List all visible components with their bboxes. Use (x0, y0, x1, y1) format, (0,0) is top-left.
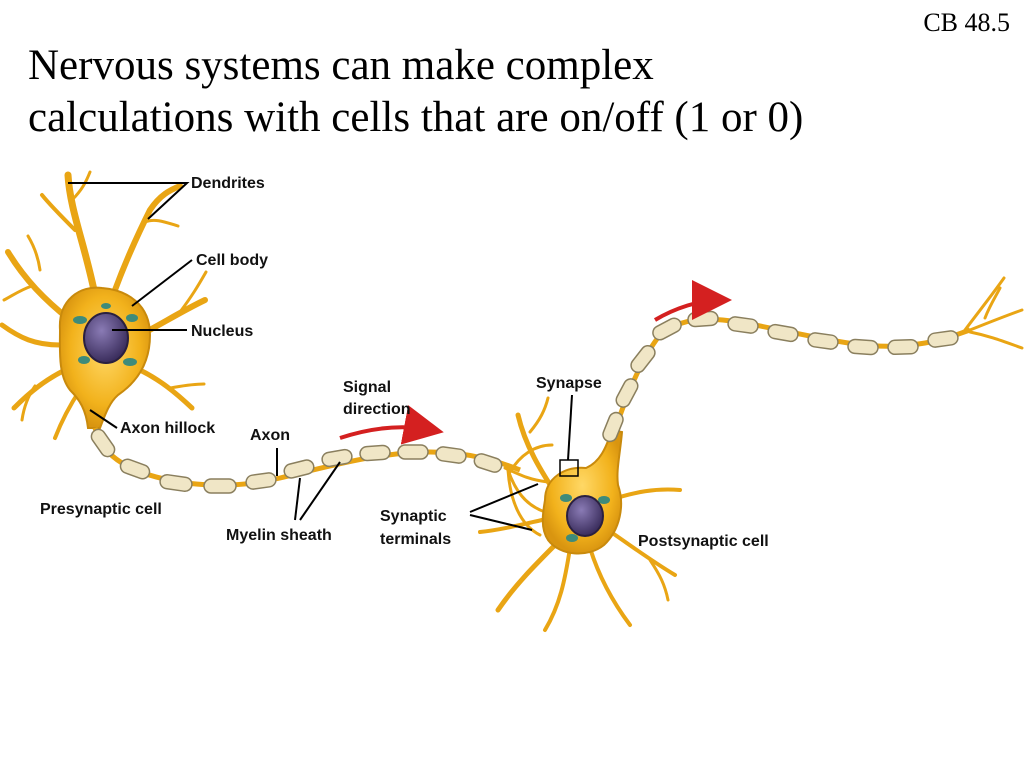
slide-reference: CB 48.5 (923, 8, 1010, 37)
label-signal-direction-1: Signal (343, 379, 391, 396)
label-presynaptic-cell: Presynaptic cell (40, 501, 162, 518)
label-cell-body: Cell body (196, 252, 268, 269)
label-axon-hillock: Axon hillock (120, 420, 215, 437)
leader-lines (68, 182, 573, 531)
postsynaptic-organelles (560, 494, 610, 542)
slide-title: Nervous systems can make complex calcula… (28, 40, 988, 143)
slide-title-line-1: Nervous systems can make complex (28, 42, 654, 89)
label-postsynaptic-cell: Postsynaptic cell (638, 533, 769, 550)
signal-direction-arrow (339, 405, 444, 445)
label-synaptic-terminals-1: Synaptic (380, 508, 447, 525)
presynaptic-cell-dendrites (0, 170, 208, 440)
label-axon: Axon (250, 427, 290, 444)
synaptic-terminal-branches (503, 443, 554, 537)
slide-title-line-2: calculations with cells that are on/off … (28, 93, 804, 141)
signal-direction-arrow-2 (653, 280, 732, 322)
label-myelin-sheath: Myelin sheath (226, 527, 332, 544)
presynaptic-nucleus (83, 312, 129, 364)
postsynaptic-nucleus (566, 495, 604, 537)
label-synapse: Synapse (536, 375, 602, 392)
label-signal-direction-2: direction (343, 401, 411, 418)
postsynaptic-myelin-segments (602, 310, 959, 443)
label-dendrites: Dendrites (191, 175, 265, 192)
label-synaptic-terminals-2: terminals (380, 531, 451, 548)
presynaptic-organelles (73, 303, 138, 366)
postsynaptic-axon-terminals (963, 276, 1024, 350)
label-nucleus: Nucleus (191, 323, 253, 340)
presynaptic-myelin-segments (90, 428, 503, 494)
